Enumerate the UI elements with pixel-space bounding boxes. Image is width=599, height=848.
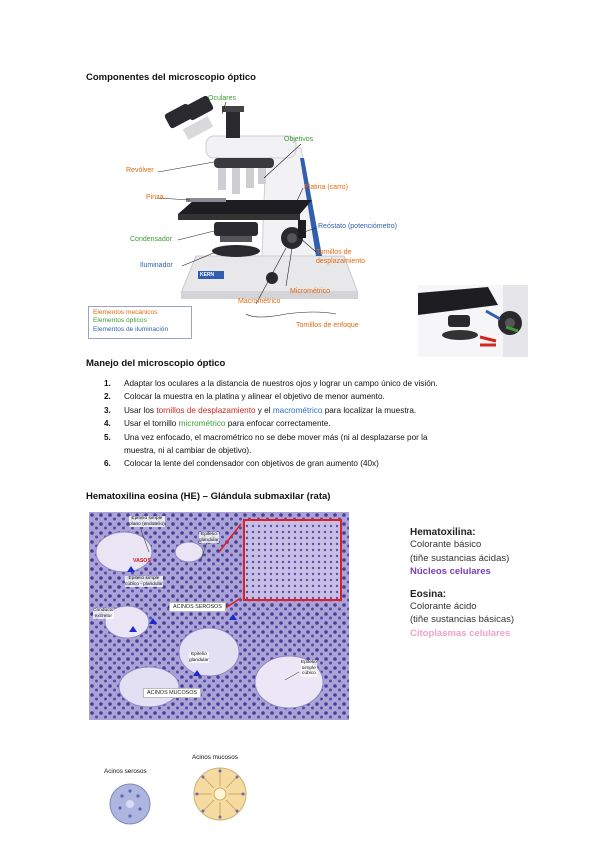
step-number: 4. (104, 419, 111, 429)
eosina-line-1: Colorante ácido (410, 600, 477, 612)
stain-descriptions: Hematoxilina: Colorante básico (tiñe sus… (410, 527, 550, 640)
acinos-mucosos-illustration (193, 767, 247, 821)
step-number: 3. (104, 405, 111, 415)
label-condensador: Condensador (130, 236, 173, 243)
hist-label-line: glandular (199, 537, 219, 543)
step-text: Una vez enfocado, el macrométrico no se … (124, 432, 428, 442)
acinos-serosos-illustration (109, 783, 151, 825)
hematoxilina-line-1: Colorante básico (410, 539, 482, 550)
stage-closeup-illustration (418, 285, 528, 357)
stain-spacer (410, 579, 550, 589)
step-text: Colocar la muestra en la platina y aline… (124, 392, 385, 402)
step-text: Adaptar los oculares a la distancia de n… (124, 379, 438, 388)
step-6: 6. Colocar la lente del condensador con o… (104, 457, 524, 470)
acinos-mucosos-diagram (192, 766, 248, 822)
hist-label-epitelio-cubico-2: Epitelio simple cúbico (301, 660, 317, 677)
acinos-serosos-label: Acinos serosos (104, 768, 147, 775)
step-number: 6. (104, 459, 111, 469)
step-text: Colocar la lente del condensador con obj… (124, 459, 379, 469)
label-tornillos-enfoque: Tornillos de enfoque (296, 322, 359, 329)
step-highlight-red: tornillos de desplazamiento (156, 405, 256, 415)
hist-label-line: Epitelio (191, 652, 207, 657)
step-number: 5. (104, 432, 111, 442)
step-2: 2. Colocar la muestra en la platina y ali… (104, 390, 524, 403)
hist-label-line: Conducto (93, 608, 114, 613)
hist-label-epitelio-glandular-mid: Epitelio glandular (189, 652, 209, 664)
acinos-serosos-diagram (108, 782, 152, 826)
hist-label-conducto: Conducto excretor (93, 608, 114, 620)
step-4: 4. Usar el tornillo micrométrico para enf… (104, 417, 524, 430)
step-highlight-green: micrométrico (178, 419, 226, 429)
hematoxilina-line-3: Núcleos celulares (410, 566, 491, 577)
step-text: Usar los (124, 405, 157, 415)
hist-label-line: Epitelio (301, 660, 317, 665)
label-micrometrico: Micrométrico (290, 288, 331, 295)
label-revolver: Revólver (126, 167, 154, 174)
hist-label-line: cúbico - plandular (125, 581, 163, 587)
legend-opticos: Elementos ópticos (93, 317, 147, 325)
eosina-line-3: Citoplasmas celulares (410, 627, 511, 639)
label-macrometrico: Macrométrico (238, 298, 281, 305)
step-5: 5. Una vez enfocado, el macrométrico no s… (104, 431, 524, 458)
histology-image: Epitelio simple plano (endotelio) VASOS … (89, 512, 349, 720)
handling-title: Manejo del microscopio óptico (86, 358, 226, 369)
stage-closeup-photo (418, 285, 528, 357)
acinos-mucosos-label: Acinos mucosos (192, 754, 238, 761)
step-highlight-blue: macrométrico (272, 405, 323, 415)
hist-badge-acinos-serosos: ACINOS SEROSOS (169, 602, 226, 612)
label-tornillos-desp-line1: Tornillos de (316, 249, 352, 256)
histology-illustration (89, 512, 349, 720)
hist-label-line: simple (301, 665, 316, 671)
eosina-title: Eosina: (410, 588, 447, 600)
label-pinza: Pinza (146, 194, 164, 201)
hist-label-line: Epitelio (201, 532, 217, 537)
eosina-line-2: (tiñe sustancias básicas) (410, 614, 515, 625)
hist-label-epitelio-cubico: Epitelio simple cúbico - plandular (125, 576, 163, 588)
handling-steps: 1. Adaptar los oculares a la distancia de… (104, 377, 524, 471)
he-title: Hematoxilina eosina (HE) – Glándula subm… (86, 491, 331, 502)
legend-iluminacion: Elementos de iluminación (93, 325, 169, 333)
components-title: Componentes del microscopio óptico (86, 72, 256, 83)
legend-mecanicos: Elementos mecánicos (93, 309, 158, 316)
label-oculares: Oculares (208, 95, 237, 102)
label-iluminador: Iluminador (140, 262, 173, 269)
step-3: 3. Usar los tornillos de desplazamiento y… (104, 404, 524, 417)
step-text: muestra, ni al cambiar de objetivo). (124, 446, 252, 456)
hist-label-line: excretor (94, 613, 112, 619)
brand-label: KERN (200, 272, 215, 278)
step-text: Usar el tornillo (124, 419, 179, 429)
color-legend: Elementos mecánicos Elementos ópticos El… (88, 306, 192, 339)
hist-label-line: cúbico (301, 671, 316, 677)
hist-label-epitelio-glandular-top: Epitelio glandular (199, 532, 219, 544)
microscope-illustration (157, 95, 359, 318)
step-text: y el (255, 405, 273, 415)
hist-badge-acinos-mucosos: ACINOS MUCOSOS (143, 688, 202, 698)
label-tornillos-desplazamiento: Tornillos de desplazamiento (316, 248, 365, 266)
hist-label-line: Epitelio simple (128, 576, 160, 581)
hist-label-line: Epitelio simple (131, 516, 163, 521)
hematoxilina-line-2: (tiñe sustancias ácidas) (410, 552, 510, 564)
hist-label-vasos: VASOS (133, 558, 151, 564)
step-text: para enfocar correctamente. (225, 419, 331, 429)
step-text: para localizar la muestra. (322, 405, 417, 415)
step-number: 1. (104, 379, 111, 388)
hist-label-epitelio-plano: Epitelio simple plano (endotelio) (129, 516, 165, 528)
hist-label-line: glandular (189, 657, 209, 663)
step-number: 2. (104, 392, 111, 402)
step-1: 1. Adaptar los oculares a la distancia de… (104, 377, 524, 390)
label-platina: Platina (carro) (304, 184, 348, 191)
microscope-figure: Oculares Objetivos Revólver Pinza Platin… (86, 88, 436, 338)
label-reostato: Reóstato (potenciómetro) (318, 223, 397, 230)
hist-label-line: plano (endotelio) (129, 521, 165, 527)
label-objetivos: Objetivos (284, 136, 314, 143)
hematoxilina-title: Hematoxilina: (410, 527, 476, 538)
label-tornillos-desp-line2: desplazamiento (316, 258, 366, 265)
